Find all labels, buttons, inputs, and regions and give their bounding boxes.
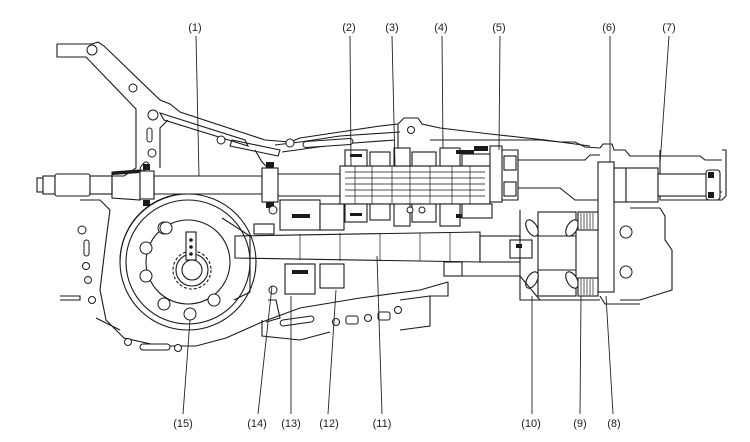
callout-14: (14) [247, 418, 267, 430]
callout-7: (7) [662, 22, 675, 34]
front-differential [119, 193, 257, 331]
callout-6: (6) [602, 22, 615, 34]
input-shaft [36, 162, 341, 208]
leader-11 [376, 255, 383, 415]
transfer-and-tail-shaft [597, 161, 721, 305]
leader-5 [498, 35, 501, 151]
leader-2 [349, 35, 352, 167]
leader-9 [579, 295, 582, 415]
callout-labels-bottom: (15) (14) (13) (12) (11) (10) (9) (8) [173, 418, 621, 430]
leader-15 [182, 319, 191, 415]
leader-12 [327, 289, 337, 415]
lower-housing [60, 199, 541, 352]
leader-4 [441, 35, 444, 149]
callout-15: (15) [173, 418, 193, 430]
leader-lines [182, 35, 670, 415]
leader-7 [659, 35, 670, 165]
main-gear-cluster [339, 146, 493, 227]
callout-10: (10) [521, 418, 541, 430]
callout-1: (1) [188, 22, 201, 34]
callout-12: (12) [319, 418, 339, 430]
center-differential [519, 210, 600, 301]
callout-13: (13) [281, 418, 301, 430]
callout-3: (3) [385, 22, 398, 34]
callout-9: (9) [573, 418, 586, 430]
callout-4: (4) [434, 22, 447, 34]
callout-11: (11) [373, 418, 392, 430]
callout-8: (8) [607, 418, 620, 430]
output-shaft [234, 231, 533, 263]
callout-labels-top: (1) (2) (3) (4) (5) (6) (7) [188, 22, 675, 34]
callout-2: (2) [342, 22, 355, 34]
callout-5: (5) [492, 22, 505, 34]
shift-assembly [489, 145, 600, 203]
countershaft-bearings [253, 199, 345, 235]
leader-14 [257, 285, 273, 415]
leader-3 [391, 35, 396, 167]
leader-8 [605, 295, 614, 415]
leader-1 [195, 35, 200, 177]
